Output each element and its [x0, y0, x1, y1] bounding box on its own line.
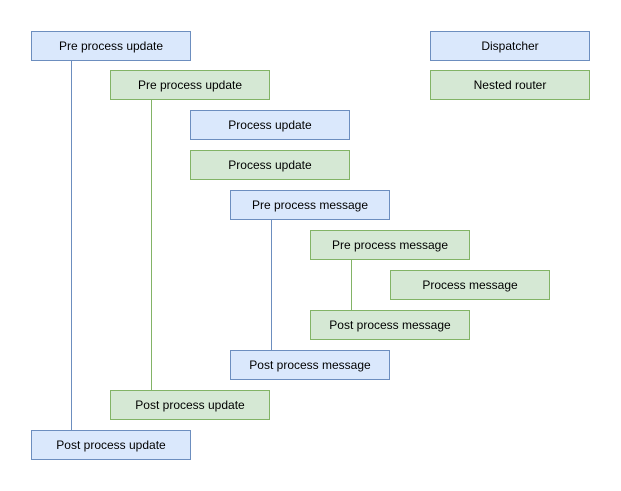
lifeline-process-message-dispatcher: [271, 220, 272, 350]
node-process-update-router: Process update: [190, 150, 350, 180]
node-post-process-message-dispatcher: Post process message: [230, 350, 390, 380]
node-post-process-message-router: Post process message: [310, 310, 470, 340]
node-process-message-router: Process message: [390, 270, 550, 300]
node-pre-process-update-dispatcher: Pre process update: [31, 31, 191, 61]
node-pre-process-message-router: Pre process message: [310, 230, 470, 260]
node-process-update-dispatcher: Process update: [190, 110, 350, 140]
lifeline-process-update-router: [151, 100, 152, 390]
node-pre-process-message-dispatcher: Pre process message: [230, 190, 390, 220]
node-post-process-update-router: Post process update: [110, 390, 270, 420]
node-post-process-update-dispatcher: Post process update: [31, 430, 191, 460]
legend-nested-router: Nested router: [430, 70, 590, 100]
lifeline-process-update-dispatcher: [71, 61, 72, 430]
lifeline-process-message-router: [351, 260, 352, 310]
legend-dispatcher: Dispatcher: [430, 31, 590, 61]
node-pre-process-update-router: Pre process update: [110, 70, 270, 100]
